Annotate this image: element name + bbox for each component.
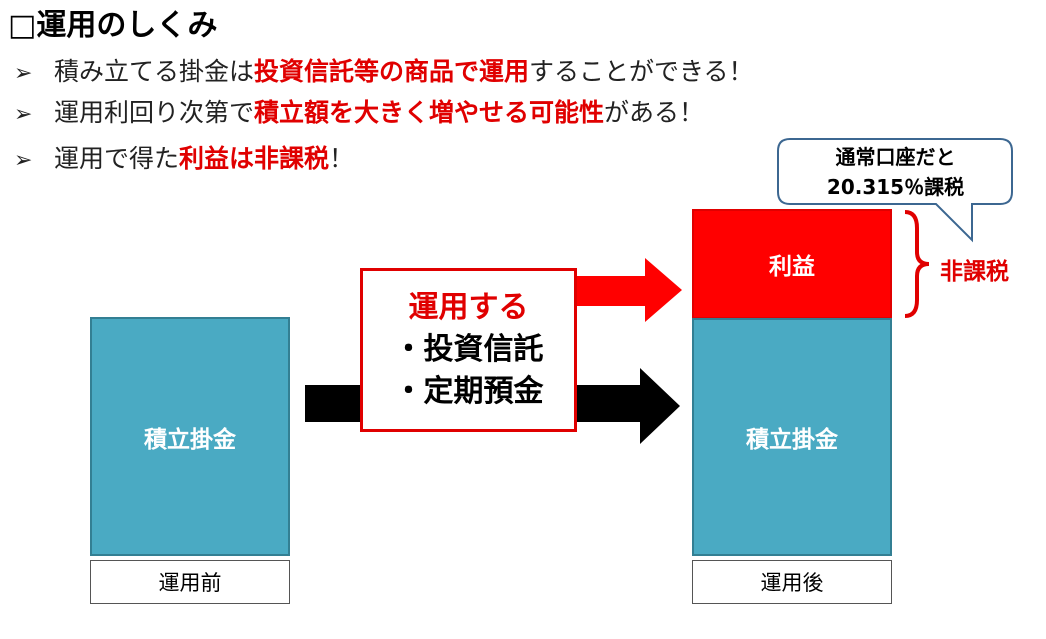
arrow-bullet-icon: ➢ <box>14 148 33 173</box>
invest-heading: 運用する <box>408 290 529 325</box>
after-label: 運用後 <box>692 560 892 604</box>
callout-line: 通常口座だと <box>835 145 956 169</box>
arrow-bullet-icon: ➢ <box>14 61 33 86</box>
bullet-text: することができる！ <box>529 57 754 86</box>
investment-box: 運用する ・投資信託 ・定期預金 <box>360 268 577 432</box>
bullet-highlight: 積立額を大きく増やせる可能性 <box>254 98 605 127</box>
bullet-item: ➢ 運用で得た利益は非課税！ <box>14 139 354 175</box>
invest-item: ・投資信託 <box>393 332 544 367</box>
bullet-highlight: 利益は非課税 <box>179 144 330 173</box>
profit-bar: 利益 <box>692 209 892 319</box>
bullet-text: 運用利回り次第で <box>54 98 255 127</box>
bullet-text: 積み立てる掛金は <box>54 57 255 86</box>
arrow-bullet-icon: ➢ <box>14 102 33 127</box>
bullet-text: 運用で得た <box>54 144 180 173</box>
bullet-highlight: 投資信託等の商品で運用 <box>254 57 530 86</box>
non-taxable-label: 非課税 <box>940 259 1009 285</box>
bullet-text: がある！ <box>604 98 705 127</box>
callout-bubble <box>777 138 1013 243</box>
bullet-item: ➢ 積み立てる掛金は投資信託等の商品で運用することができる！ <box>14 52 754 88</box>
red-arrow <box>570 258 682 322</box>
callout-text: 通常口座だと 20.315％課税 <box>778 142 1013 202</box>
after-savings-bar: 積立掛金 <box>692 318 892 556</box>
curly-brace-icon <box>904 210 930 318</box>
page-title: □運用のしくみ <box>8 8 218 43</box>
callout-line: 20.315％課税 <box>826 175 965 199</box>
invest-item: ・定期預金 <box>393 374 544 409</box>
bullet-item: ➢ 運用利回り次第で積立額を大きく増やせる可能性がある！ <box>14 93 704 129</box>
before-savings-bar: 積立掛金 <box>90 317 290 556</box>
before-label: 運用前 <box>90 560 290 604</box>
bullet-text: ！ <box>329 144 355 173</box>
